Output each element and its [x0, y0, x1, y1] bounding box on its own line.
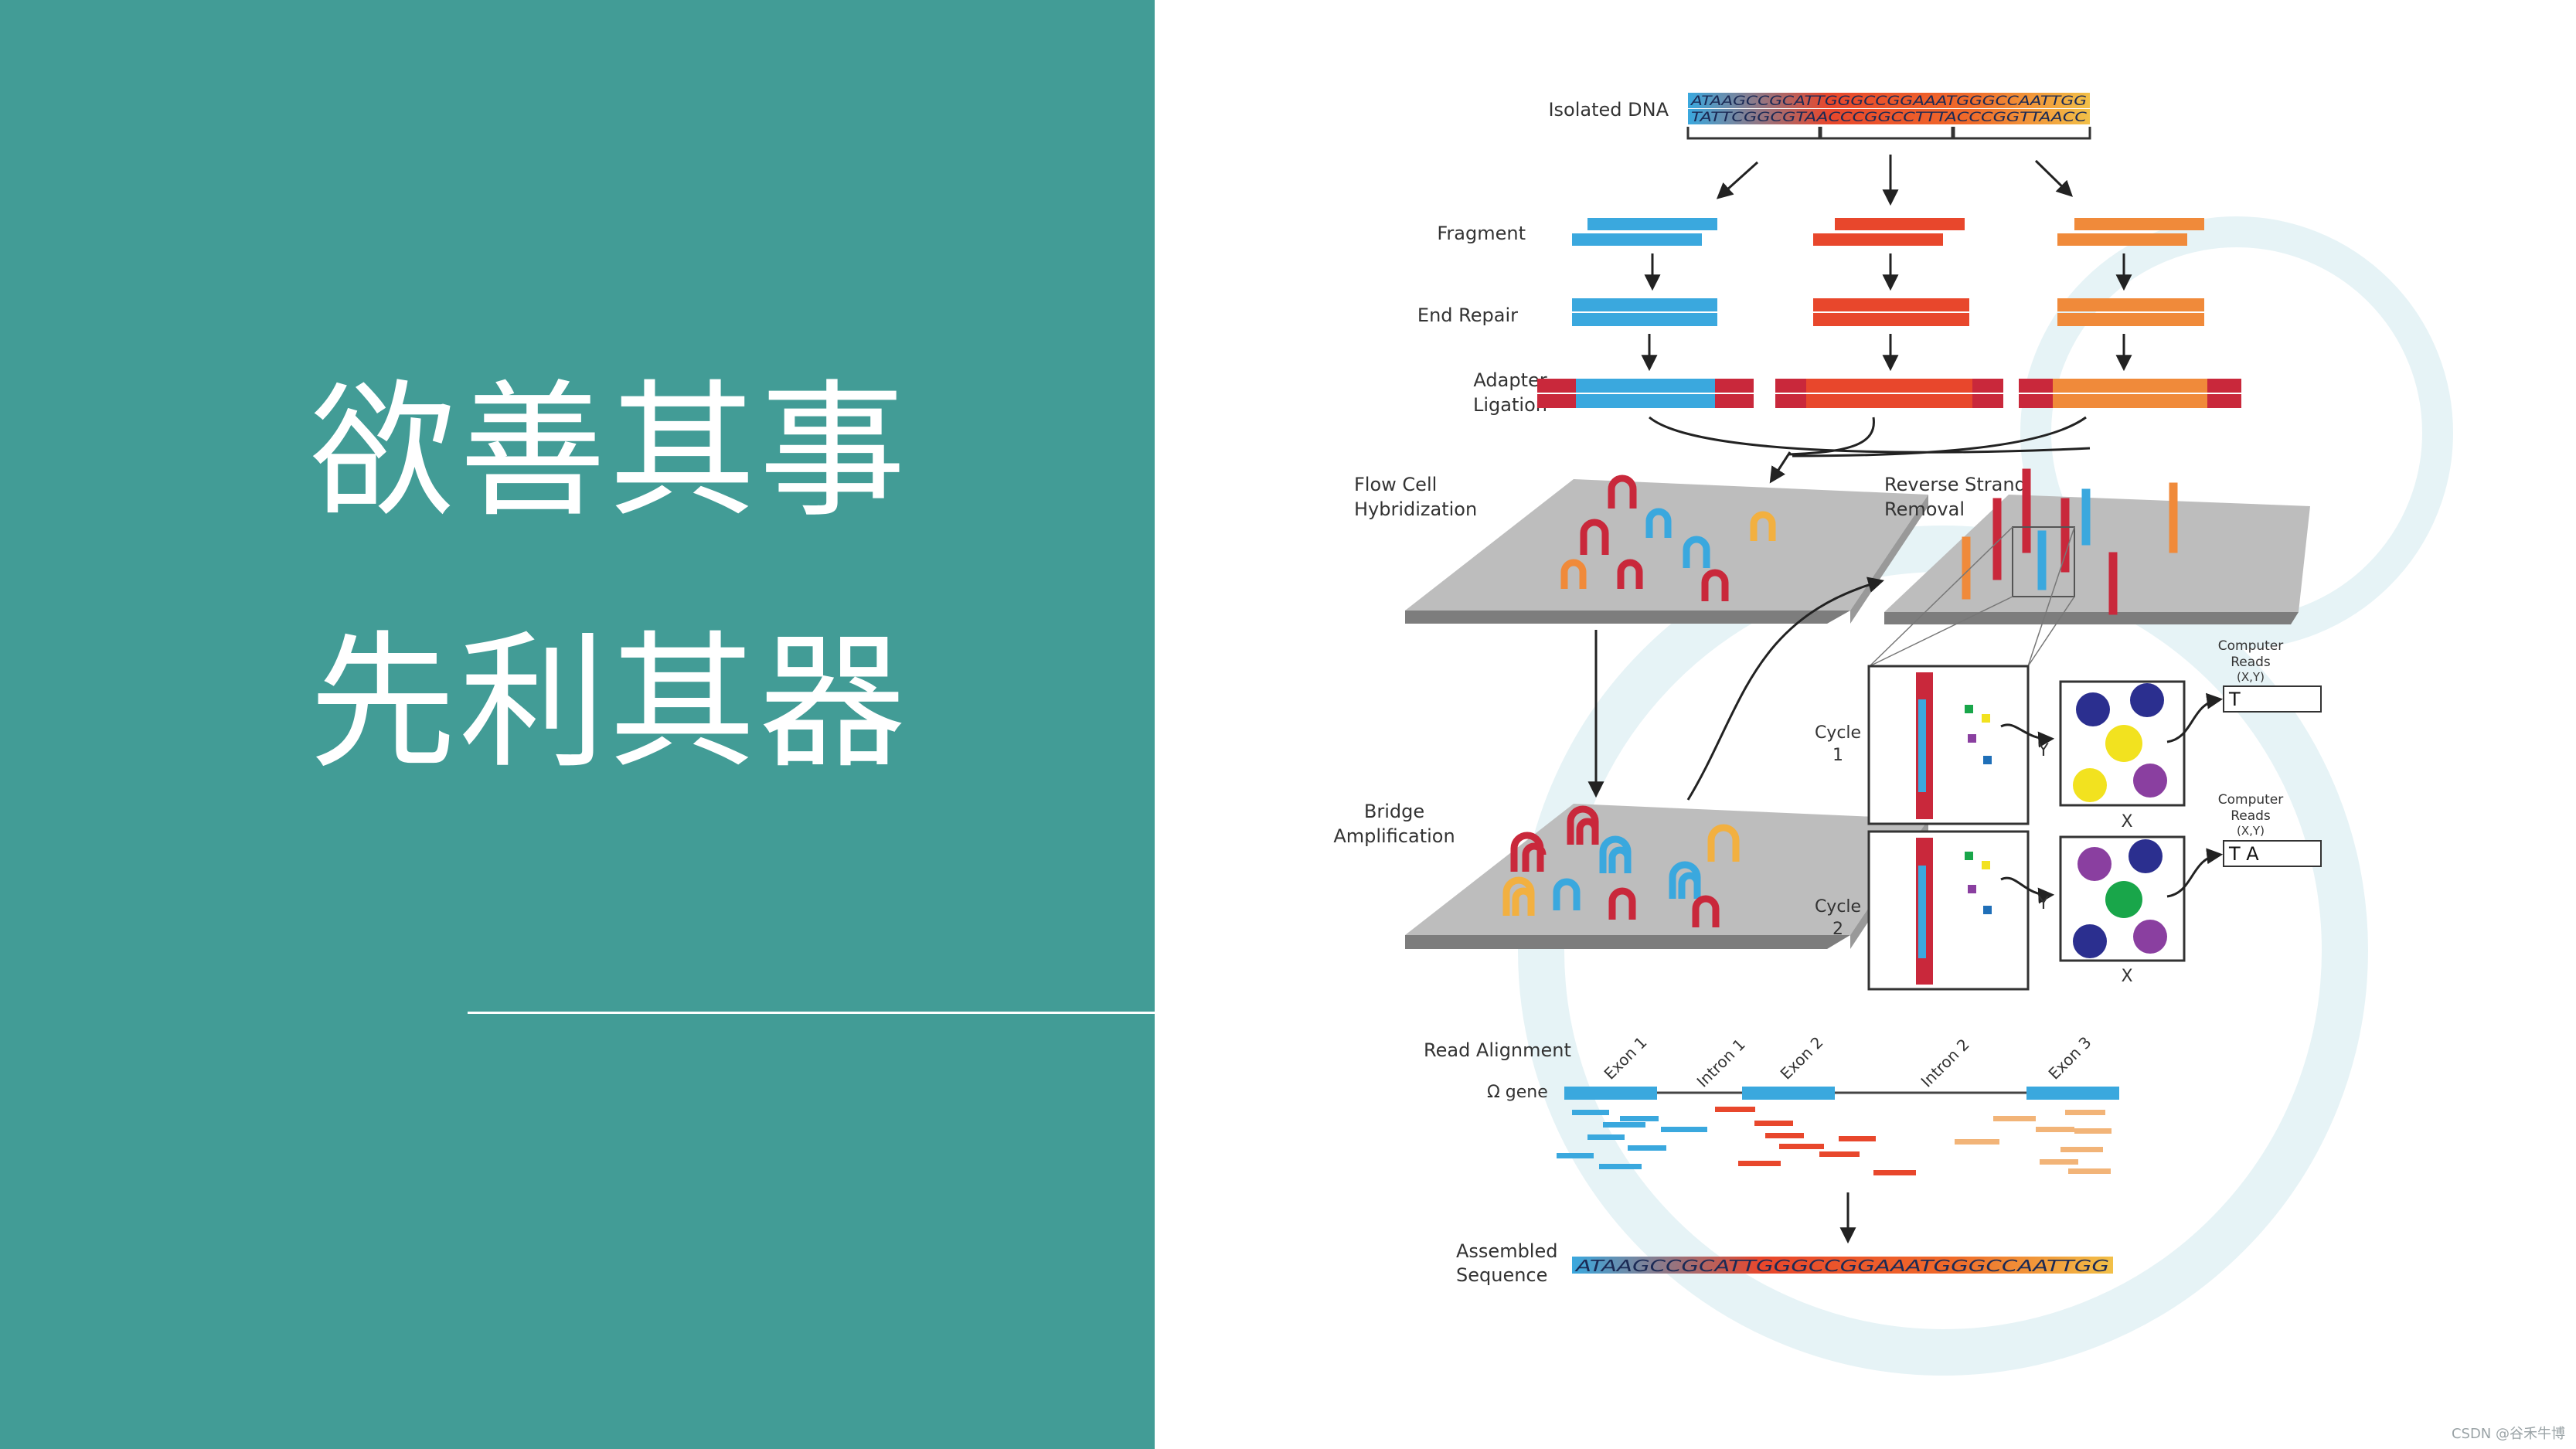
arrow-to-flowcell: [1769, 451, 1792, 484]
isolated-dna-label: Isolated DNA: [1548, 99, 1669, 121]
flow-cell-plate: [1405, 479, 1928, 624]
read-alignment-label: Read Alignment: [1424, 1039, 1571, 1061]
dna-sequence-bottom: TATTCGGCGTAACCCGGCCTTTACCCGGTTAACC: [1691, 110, 2087, 125]
flow-cell-label-1: Flow Cell: [1354, 474, 1437, 495]
assembled-label-2: Sequence: [1456, 1264, 1547, 1286]
cycle2-arrow: [2000, 876, 2055, 904]
exon2-label: Exon 2: [1777, 1033, 1827, 1083]
cycle1-strand: [1916, 672, 1933, 819]
cycle2-y-label: Y: [2037, 894, 2049, 913]
exon1-block: [1564, 1087, 1657, 1100]
cycle1-arrow: [2000, 723, 2055, 748]
arrow-bridge-to-removal: [1686, 577, 1885, 801]
fragment-label: Fragment: [1437, 223, 1526, 244]
cycle1-spots: [2073, 683, 2167, 802]
cycle2-read-arrow: [2166, 848, 2224, 898]
cycle1-label-a: Cycle: [1815, 723, 1861, 743]
background-rings: [1518, 216, 2453, 1376]
computer-reads-2-line3: (X,Y): [2237, 824, 2265, 838]
adapter-orange: [2019, 379, 2241, 408]
adapter-ligation-label-1: Adapter: [1473, 369, 1547, 391]
computer-reads-2-line1: Computer: [2218, 792, 2284, 808]
reverse-strand-label-1: Reverse Strand: [1884, 474, 2026, 495]
dna-strand-bottom: [1688, 109, 2090, 124]
sequencing-workflow-diagram: Isolated DNA ATAAGCCGCATTGGGCCGGAAATGGGC…: [1333, 93, 2453, 1376]
fragment-blue: [1572, 218, 1717, 246]
cycle2-strand: [1916, 838, 1933, 985]
end-repair-blue: [1572, 298, 1717, 326]
bridge-label-1: Bridge: [1364, 801, 1424, 822]
computer-reads-1-line3: (X,Y): [2237, 670, 2265, 684]
cycle2-label-a: Cycle: [1815, 897, 1861, 917]
removal-plate: [1884, 495, 2310, 624]
dna-strand-top: [1688, 93, 2090, 108]
title-divider: [468, 1012, 1155, 1014]
adapter-merge-curves: [1649, 416, 2091, 457]
cycle2-label-b: 2: [1832, 920, 1843, 939]
cycle1-label-b: 1: [1832, 746, 1843, 765]
read2-box: [2223, 840, 2322, 867]
aligned-reads-red: [1715, 1107, 1916, 1175]
computer-reads-1-line1: Computer: [2218, 638, 2284, 654]
slide-title-line-2: 先利其器: [309, 617, 910, 788]
flow-cell-label-2: Hybridization: [1354, 498, 1477, 520]
intron1-label: Intron 1: [1693, 1035, 1749, 1090]
exon2-block: [1742, 1087, 1835, 1100]
slide-title-line-1: 欲善其事: [309, 366, 910, 537]
cycle2-x-label: X: [2121, 967, 2132, 986]
exon1-label: Exon 1: [1601, 1033, 1651, 1083]
title-panel: 欲善其事 先利其器: [0, 0, 1155, 1449]
fragment-orange: [2057, 218, 2204, 246]
source-credit: CSDN @谷禾牛博: [2451, 1426, 2565, 1442]
arrows-end-repair: [1641, 334, 2132, 372]
cycle1-x-label: X: [2121, 812, 2132, 832]
bridge-clusters: [1502, 805, 1740, 927]
zoom-lines: [1869, 526, 2075, 667]
cycle1-nucleotides: [1965, 705, 1992, 764]
dna-sequence-top: ATAAGCCGCATTGGGCCGGAAATGGGCCAATTGG: [1690, 94, 2087, 109]
computer-reads-2-line2: Reads: [2231, 808, 2271, 824]
bridge-label-2: Amplification: [1333, 825, 1455, 847]
cycle1-read-arrow: [2166, 692, 2224, 743]
exon3-block: [2026, 1087, 2119, 1100]
exon3-label: Exon 3: [2045, 1033, 2095, 1083]
aligned-reads-blue: [1557, 1110, 1707, 1169]
arrow-dna-left: [1716, 161, 1759, 199]
gene-label: Ω gene: [1487, 1083, 1548, 1102]
fragment-brackets: [1686, 127, 2091, 140]
arrows-fragment: [1644, 253, 2132, 291]
computer-reads-1-line2: Reads: [2231, 655, 2271, 670]
cycle2-box: [1867, 830, 2030, 991]
assembled-label-1: Assembled: [1456, 1240, 1557, 1262]
fragment-red: [1813, 218, 1965, 246]
cycle1-y-label: Y: [2037, 741, 2049, 760]
aligned-reads-orange: [1955, 1110, 2112, 1174]
flow-cell-arches: [1560, 474, 1776, 601]
end-repair-label: End Repair: [1417, 304, 1518, 326]
adapter-red: [1775, 379, 2003, 408]
cycle2-nucleotides: [1965, 852, 1992, 914]
cycle1-box: [1867, 665, 2030, 825]
read1-box: [2223, 685, 2322, 713]
diagram-panel: Isolated DNA ATAAGCCGCATTGGGCCGGAAATGGGC…: [1155, 0, 2576, 1449]
read2-value: T A: [2228, 843, 2259, 865]
assembled-sequence-text: ATAAGCCGCATTGGGCCGGAAATGGGCCAATTGG: [1574, 1257, 2109, 1275]
end-repair-orange: [2057, 298, 2204, 326]
assembled-sequence-bar: [1572, 1257, 2113, 1274]
arrow-dna-right: [2034, 159, 2074, 197]
read1-value: T: [2228, 689, 2241, 710]
removal-strands: [1962, 468, 2178, 615]
adapter-ligation-label-2: Ligation: [1473, 394, 1547, 416]
zoom-box: [2012, 526, 2075, 597]
intron2-label: Intron 2: [1918, 1035, 1973, 1090]
bridge-plate: [1405, 804, 1928, 949]
end-repair-red: [1813, 298, 1969, 326]
adapter-blue: [1537, 379, 1754, 408]
reverse-strand-label-2: Removal: [1884, 498, 1965, 520]
cycle2-spots: [2073, 839, 2167, 958]
